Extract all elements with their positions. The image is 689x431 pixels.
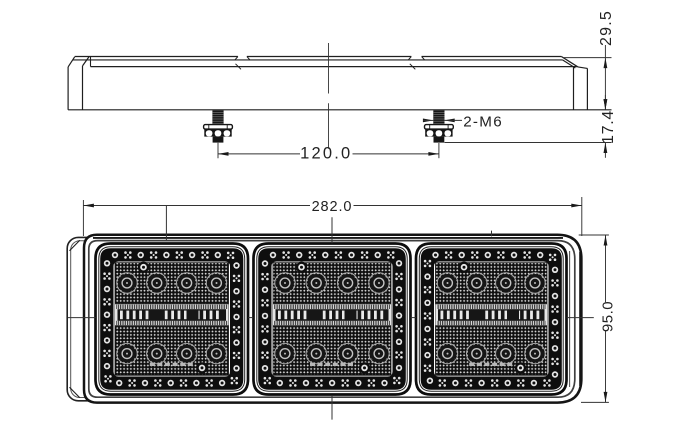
svg-text:17.4: 17.4: [600, 110, 617, 144]
svg-text:95.0: 95.0: [600, 301, 617, 332]
svg-text:282.0: 282.0: [312, 199, 353, 215]
svg-text:120.0: 120.0: [300, 145, 352, 163]
svg-text:29.5: 29.5: [598, 10, 615, 46]
svg-text:2-M6: 2-M6: [463, 113, 503, 130]
